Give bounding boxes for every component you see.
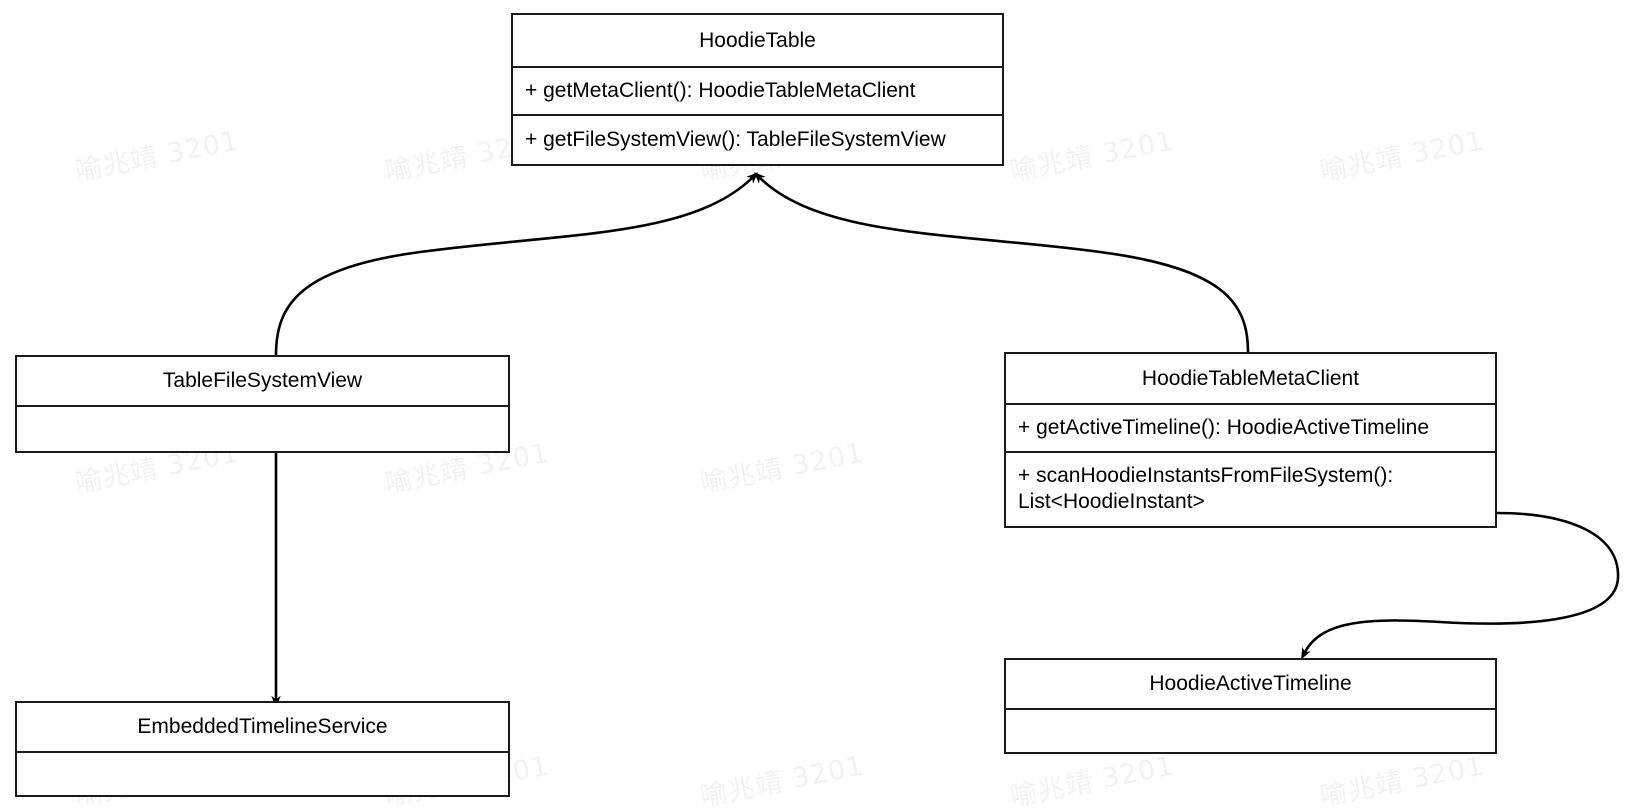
class-box-embedded-timeline-service[interactable]: EmbeddedTimelineService	[15, 701, 510, 797]
class-method-hoodie-table-2: + getFileSystemView(): TableFileSystemVi…	[513, 116, 1002, 164]
edge-tablefilesystemview-to-hoodietable	[274, 172, 758, 356]
class-members-table-file-system-view	[17, 407, 508, 451]
watermark-text: 喻兆靖 3201	[1007, 125, 1177, 188]
class-name-hoodie-active-timeline: HoodieActiveTimeline	[1006, 660, 1495, 710]
watermark-text: 喻兆靖 3201	[697, 437, 867, 500]
class-members-hoodie-active-timeline	[1006, 710, 1495, 752]
class-name-table-file-system-view: TableFileSystemView	[17, 357, 508, 407]
class-members-embedded-timeline-service	[17, 753, 508, 795]
class-name-embedded-timeline-service: EmbeddedTimelineService	[17, 703, 508, 753]
class-method-hoodie-table-meta-client-2: + scanHoodieInstantsFromFileSystem(): Li…	[1006, 453, 1495, 526]
watermark-text: 喻兆靖 3201	[697, 750, 867, 812]
class-method-hoodie-table-meta-client-1: + getActiveTimeline(): HoodieActiveTimel…	[1006, 405, 1495, 453]
class-box-hoodie-active-timeline[interactable]: HoodieActiveTimeline	[1004, 658, 1497, 754]
watermark-text: 喻兆靖 3201	[72, 125, 242, 188]
class-method-hoodie-table-1: + getMetaClient(): HoodieTableMetaClient	[513, 68, 1002, 116]
class-box-table-file-system-view[interactable]: TableFileSystemView	[15, 355, 510, 453]
edge-hoodietablemetaclient-to-hoodieactivetimeline	[1301, 511, 1620, 660]
class-box-hoodie-table[interactable]: HoodieTable + getMetaClient(): HoodieTab…	[511, 13, 1004, 166]
class-name-hoodie-table-meta-client: HoodieTableMetaClient	[1006, 354, 1495, 405]
class-name-hoodie-table: HoodieTable	[513, 15, 1002, 68]
edge-hoodietablemetaclient-to-hoodietable	[754, 172, 1250, 353]
watermark-text: 喻兆靖 3201	[1317, 125, 1487, 188]
class-box-hoodie-table-meta-client[interactable]: HoodieTableMetaClient + getActiveTimelin…	[1004, 352, 1497, 528]
